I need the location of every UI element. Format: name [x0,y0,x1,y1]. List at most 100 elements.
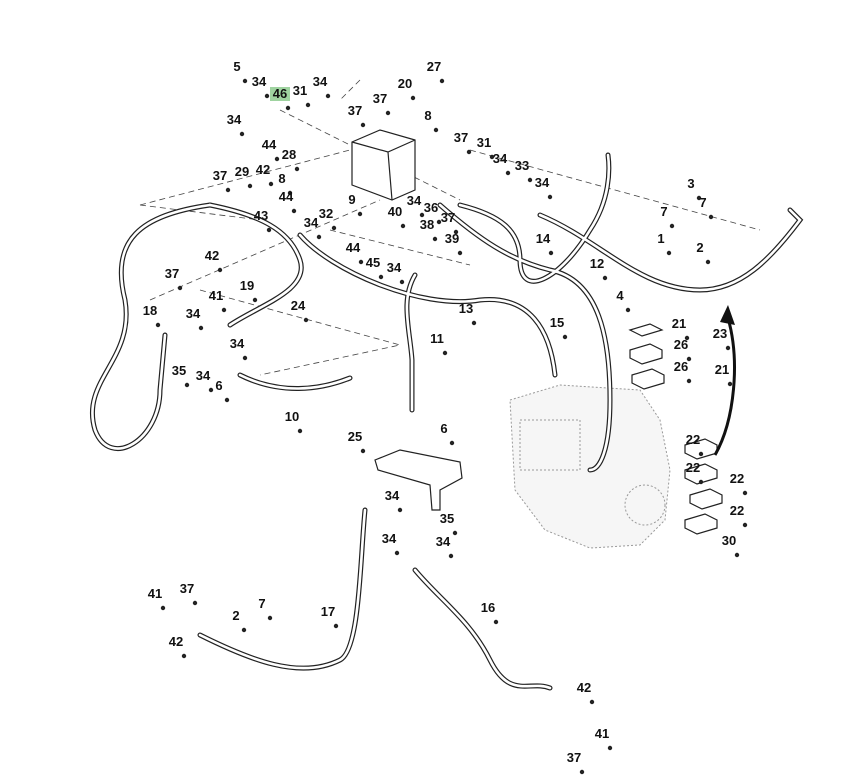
callout-40[interactable]: 40 [388,204,402,219]
callout-28[interactable]: 28 [282,147,296,162]
fitting-part [264,93,270,99]
callout-35[interactable]: 35 [172,363,186,378]
callout-21[interactable]: 21 [715,362,729,377]
fitting-part [358,259,364,265]
callout-7[interactable]: 7 [660,204,667,219]
fitting-part [505,170,511,176]
callout-31[interactable]: 31 [293,83,307,98]
callout-30[interactable]: 30 [722,533,736,548]
hydrostatic-pump-engine [509,384,671,549]
callout-35[interactable]: 35 [440,511,454,526]
callout-34[interactable]: 34 [387,260,402,275]
callout-22[interactable]: 22 [730,471,744,486]
callout-37[interactable]: 37 [567,750,581,765]
callout-16[interactable]: 16 [481,600,495,615]
fitting-part [360,448,366,454]
callout-3[interactable]: 3 [687,176,694,191]
callout-31[interactable]: 31 [477,135,491,150]
callout-45[interactable]: 45 [366,255,380,270]
callout-41[interactable]: 41 [595,726,609,741]
callout-15[interactable]: 15 [550,315,564,330]
callout-24[interactable]: 24 [291,298,306,313]
callout-27[interactable]: 27 [427,59,441,74]
callout-6[interactable]: 6 [215,378,222,393]
fitting-part [297,428,303,434]
callout-34[interactable]: 34 [407,193,422,208]
callout-22[interactable]: 22 [686,432,700,447]
callout-6[interactable]: 6 [440,421,447,436]
callout-18[interactable]: 18 [143,303,157,318]
callout-34[interactable]: 34 [313,74,328,89]
callout-42[interactable]: 42 [256,162,270,177]
callout-34[interactable]: 34 [535,175,550,190]
callout-4[interactable]: 4 [616,288,624,303]
callout-37[interactable]: 37 [180,581,194,596]
callout-29[interactable]: 29 [235,164,249,179]
callout-22[interactable]: 22 [730,503,744,518]
callout-33[interactable]: 33 [515,158,529,173]
callout-34[interactable]: 34 [186,306,201,321]
fitting-part [242,78,248,84]
callout-34[interactable]: 34 [493,151,508,166]
callout-44[interactable]: 44 [262,137,277,152]
callout-7[interactable]: 7 [699,195,706,210]
callout-34[interactable]: 34 [304,215,319,230]
fitting-part [439,78,445,84]
callout-10[interactable]: 10 [285,409,299,424]
callout-41[interactable]: 41 [209,288,223,303]
fitting-part [177,285,183,291]
callout-23[interactable]: 23 [713,326,727,341]
callout-2[interactable]: 2 [696,240,703,255]
callout-7[interactable]: 7 [258,596,265,611]
callout-41[interactable]: 41 [148,586,162,601]
fitting-part [241,627,247,633]
callout-25[interactable]: 25 [348,429,362,444]
callout-5[interactable]: 5 [233,59,240,74]
fitting-part [471,320,477,326]
callout-37[interactable]: 37 [213,168,227,183]
callout-34[interactable]: 34 [230,336,245,351]
callout-11[interactable]: 11 [430,331,444,346]
callout-13[interactable]: 13 [459,301,473,316]
callout-34[interactable]: 34 [385,488,400,503]
callout-12[interactable]: 12 [590,256,604,271]
callout-14[interactable]: 14 [536,231,551,246]
callout-43[interactable]: 43 [254,208,268,223]
callout-26[interactable]: 26 [674,337,688,352]
callout-34[interactable]: 34 [252,74,267,89]
callout-44[interactable]: 44 [346,240,361,255]
fitting-part [705,259,711,265]
callout-21[interactable]: 21 [672,316,686,331]
bracket-25 [374,449,463,511]
callout-42[interactable]: 42 [169,634,183,649]
callout-34[interactable]: 34 [436,534,451,549]
callout-34[interactable]: 34 [227,112,242,127]
callout-2[interactable]: 2 [232,608,239,623]
callout-32[interactable]: 32 [319,206,333,221]
callout-8[interactable]: 8 [424,108,431,123]
callout-38[interactable]: 38 [420,217,434,232]
fitting-part [208,387,214,393]
callout-36[interactable]: 36 [424,200,438,215]
callout-9[interactable]: 9 [348,192,355,207]
callout-19[interactable]: 19 [240,278,254,293]
callout-46[interactable]: 46 [273,86,287,101]
callout-20[interactable]: 20 [398,76,412,91]
callout-37[interactable]: 37 [454,130,468,145]
callout-1[interactable]: 1 [657,231,664,246]
callout-37[interactable]: 37 [348,103,362,118]
callout-37[interactable]: 37 [373,91,387,106]
callout-37[interactable]: 37 [441,210,455,225]
callout-26[interactable]: 26 [674,359,688,374]
callout-42[interactable]: 42 [205,248,219,263]
fitting-part [449,440,455,446]
callout-42[interactable]: 42 [577,680,591,695]
callout-22[interactable]: 22 [686,460,700,475]
callout-34[interactable]: 34 [382,531,397,546]
callout-44[interactable]: 44 [279,189,294,204]
callout-37[interactable]: 37 [165,266,179,281]
callout-39[interactable]: 39 [445,231,459,246]
callout-8[interactable]: 8 [278,171,285,186]
callout-17[interactable]: 17 [321,604,335,619]
callout-34[interactable]: 34 [196,368,211,383]
